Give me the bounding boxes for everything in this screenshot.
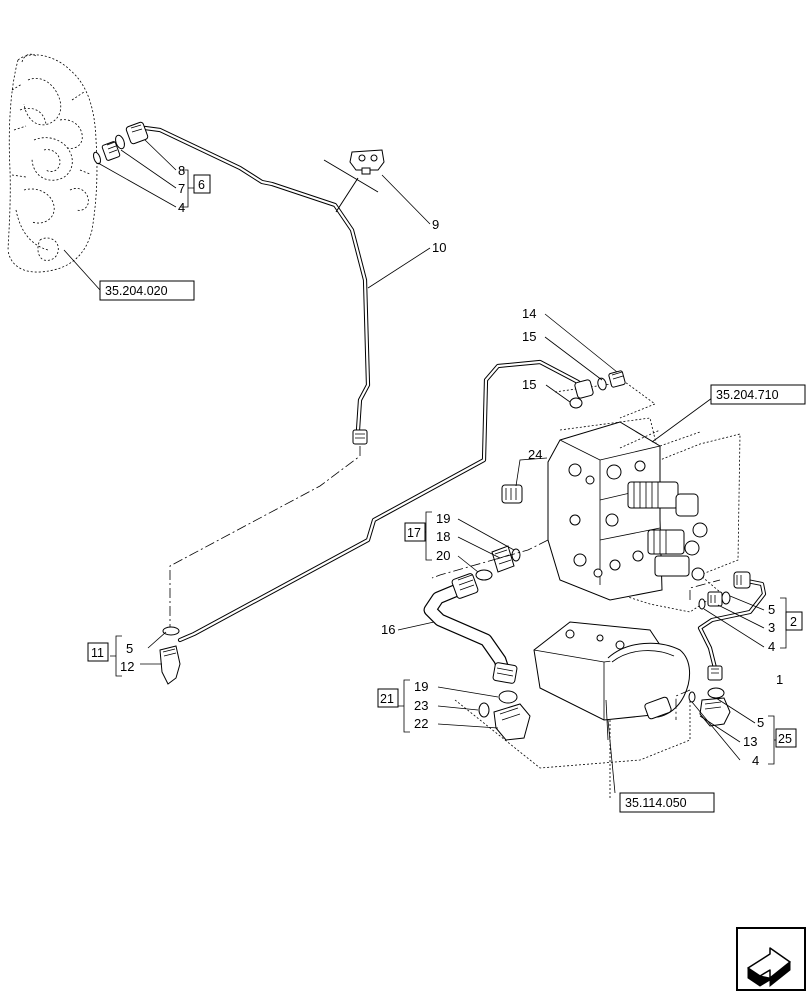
part-15-seal-upper — [597, 377, 607, 391]
callout-20: 20 — [436, 548, 450, 563]
pipe-to-fitting-12 — [177, 359, 591, 643]
pipe-16 — [397, 573, 518, 684]
callout-15-lower: 15 — [522, 377, 536, 392]
callout-5-lower: 5 — [757, 715, 764, 730]
callout-13: 13 — [743, 734, 757, 749]
callout-15: 15 — [522, 329, 536, 344]
pipe-10 — [142, 125, 371, 445]
group-box-25 — [775, 728, 797, 748]
leaders-top-left — [63, 139, 431, 291]
pump-block — [454, 621, 691, 800]
part-19-oring-lower — [498, 690, 518, 704]
reference-35-204-710[interactable]: 35.204.710 — [716, 388, 779, 402]
part-4-oring-right — [698, 598, 706, 610]
group-6: 6 — [198, 178, 205, 192]
reference-35-114-050[interactable]: 35.114.050 — [625, 796, 687, 810]
pipe-10-nut — [352, 429, 368, 445]
group-box-21 — [377, 688, 399, 708]
callout-19-lower: 19 — [414, 679, 428, 694]
assembly-path-10 — [169, 446, 361, 636]
callout-7: 7 — [178, 181, 185, 196]
callout-4-right: 4 — [768, 639, 775, 654]
part-22-elbow — [493, 703, 531, 741]
callout-8: 8 — [178, 163, 185, 178]
part-14-plug — [608, 370, 626, 388]
group-17: 17 — [407, 526, 421, 540]
part-4-oring-25 — [688, 691, 696, 703]
callout-23: 23 — [414, 698, 428, 713]
reference-boxes: 35.204.020 35.204.710 35.114.050 — [99, 280, 806, 813]
fitting-group-11 — [110, 626, 181, 685]
callout-3: 3 — [768, 620, 775, 635]
part-8-nut — [125, 121, 149, 145]
callout-4: 4 — [178, 200, 185, 215]
callout-labels: 8 7 4 9 10 14 15 15 24 19 18 20 16 5 12 … — [120, 163, 783, 768]
callout-22: 22 — [414, 716, 428, 731]
group-box-17 — [404, 522, 426, 542]
plug-24 — [501, 457, 548, 504]
control-valve-block — [547, 381, 741, 613]
callout-5-left: 5 — [126, 641, 133, 656]
group-box-6 — [193, 174, 211, 194]
group-2: 2 — [790, 615, 797, 629]
group-11: 11 — [91, 646, 104, 660]
callout-9: 9 — [432, 217, 439, 232]
part-5-oring-25 — [707, 687, 725, 699]
callout-12: 12 — [120, 659, 134, 674]
group-21: 21 — [380, 692, 394, 706]
part-20-oring — [475, 569, 493, 581]
fitting-group-21 — [398, 679, 531, 741]
part-19-oring — [511, 548, 521, 562]
fitting-group-25 — [675, 687, 780, 765]
callout-5-right: 5 — [768, 602, 775, 617]
part-15-seal-lower — [569, 397, 583, 409]
fitting-group-17 — [420, 511, 549, 581]
reference-box-35-114-050[interactable] — [619, 792, 715, 813]
callout-1: 1 — [776, 672, 783, 687]
callout-24: 24 — [528, 447, 542, 462]
bracket-9 — [323, 149, 385, 213]
group-box-11 — [87, 642, 109, 662]
callout-19: 19 — [436, 511, 450, 526]
part-13-elbow — [699, 697, 731, 727]
fitting-group-14-15 — [544, 313, 626, 409]
callout-18: 18 — [436, 529, 450, 544]
reference-box-35-204-020[interactable] — [99, 280, 195, 301]
reference-35-204-020[interactable]: 35.204.020 — [105, 284, 168, 298]
reference-leaders — [607, 397, 713, 794]
page-navigation-arrow-icon[interactable] — [736, 927, 806, 991]
group-25: 25 — [778, 732, 792, 746]
group-boxes: 6 17 11 21 2 25 — [87, 174, 803, 748]
callout-10: 10 — [432, 240, 446, 255]
part-4-oring — [93, 151, 101, 165]
transmission-housing — [7, 53, 98, 273]
callout-16: 16 — [381, 622, 395, 637]
reference-box-35-204-710[interactable] — [710, 384, 806, 405]
part-5-seal-right — [721, 591, 731, 605]
part-7-seal — [115, 134, 125, 150]
fitting-group-8-7-4 — [93, 121, 149, 165]
callout-4-lower: 4 — [752, 753, 759, 768]
callout-14: 14 — [522, 306, 536, 321]
pipe-1 — [697, 571, 767, 681]
fitting-group-2 — [689, 579, 792, 649]
part-18-adapter — [491, 545, 515, 573]
part-5-oring — [162, 626, 180, 636]
part-23-seal — [478, 702, 490, 718]
group-box-2 — [785, 611, 803, 631]
